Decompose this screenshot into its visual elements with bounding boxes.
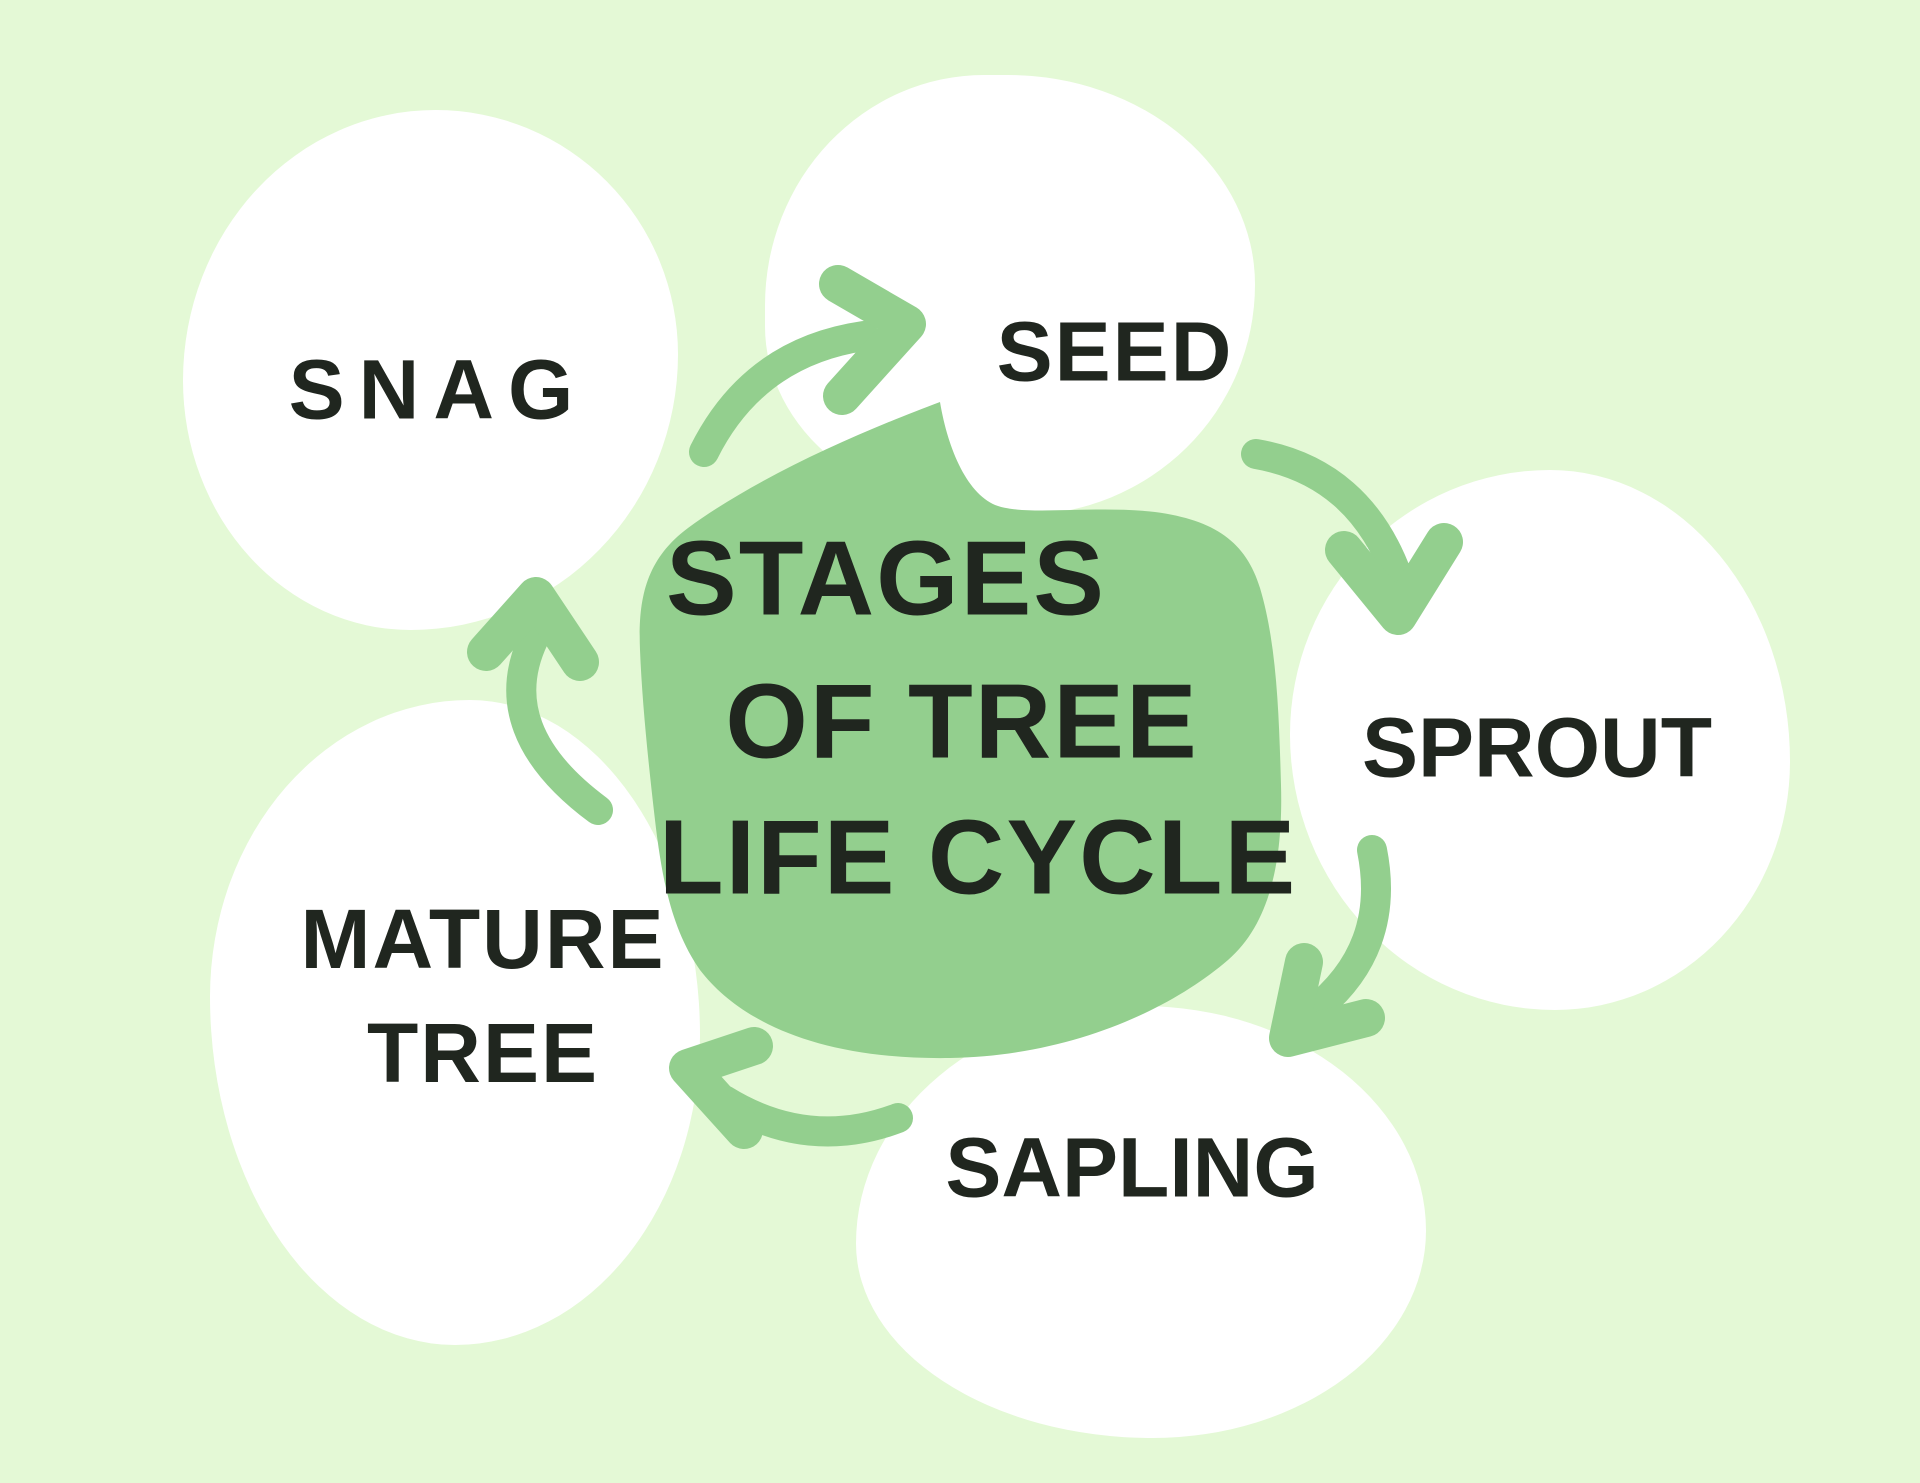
stage-label-sprout: SPROUT [1361, 700, 1713, 795]
stage-blob-snag [183, 110, 678, 630]
stage-blob-mature-tree [210, 700, 700, 1345]
stage-label-mature-line1: MATURE [300, 891, 666, 986]
cycle-arrow-snag-to-seed [689, 265, 926, 467]
cycle-arrow-mature-tree-to-snag [467, 577, 613, 825]
stage-label-mature-tree: MATURE TREE [300, 882, 665, 1110]
diagram-title-line-2: OF TREE [725, 662, 1199, 781]
stage-label-mature-line2: TREE [366, 1006, 600, 1100]
diagram-title-line-3: LIFE CYCLE [658, 798, 1298, 917]
stage-label-snag: SNAG [288, 342, 588, 437]
cycle-arrow-sprout-to-sapling [1269, 835, 1391, 1057]
stage-label-sapling: SAPLING [945, 1120, 1319, 1215]
stage-blob-sapling [856, 1006, 1426, 1438]
diagram-title-line-1: STAGES [666, 519, 1106, 638]
center-blob [639, 402, 1282, 1059]
stage-label-seed: SEED [996, 304, 1234, 399]
cycle-arrow-sapling-to-mature-tree [669, 1027, 913, 1149]
cycle-arrow-seed-to-sprout [1241, 439, 1463, 635]
